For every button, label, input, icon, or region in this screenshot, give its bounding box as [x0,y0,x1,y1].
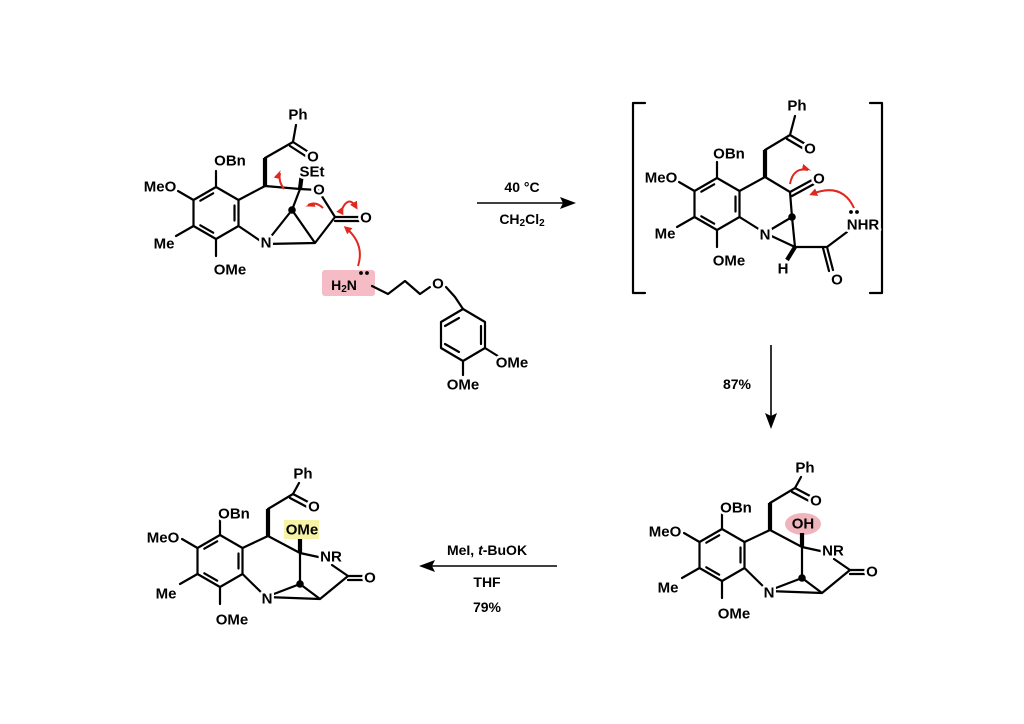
bonds [241,481,366,601]
amine-reagent: H2N O OMe OMe [322,226,531,396]
ph-label: Ph [293,466,312,483]
nr-label: NR [320,549,342,566]
methyl-ether-product: Ph O OBn MeO Me OMe OMe NR O N [144,463,378,631]
nr-label: NR [822,543,844,560]
stereo-dot [788,213,796,221]
arrowhead-icon [419,560,435,572]
intermediate: Ph O OBn MeO Me OMe O N H O NHR [642,95,882,291]
electron-arrow-icon [273,170,285,190]
meo-label: MeO [144,179,177,196]
step3-yield: 79% [473,599,502,615]
lone-pair-dot [365,271,369,275]
nucleophile-arrow-icon [809,188,855,209]
aryl-ring [439,307,503,377]
starting-material: Ph O OBn MeO Me OMe SEt O O N [141,104,374,281]
lactam-o-label: O [364,570,376,587]
aromatic-ring [178,517,244,606]
oh-label: OH [792,516,815,533]
step3-arrow: MeI, t-BuOK THF 79% [419,542,557,615]
obn-label: OBn [713,146,745,163]
step1-solvent: CH2Cl2 [499,211,545,229]
chain-bonds [370,279,465,311]
n-label: N [261,235,272,252]
ether-o-label: O [432,276,444,293]
aromatic-ring [174,169,240,258]
arrowhead-icon [560,197,576,209]
ketone-o-label: O [308,499,320,516]
electron-arrow-icon [305,202,324,209]
obn-label: OBn [214,153,246,170]
ome-highlight-label: OMe [286,522,319,539]
wedge-bonds [262,158,305,190]
left-bracket [631,101,647,295]
step3-solvent: THF [473,574,501,590]
amine-highlight [322,270,375,296]
wedge-bonds [762,150,797,262]
amine-h2n-label: H2N [331,277,357,295]
ome-label: OMe [718,606,751,623]
lone-pair-dot [849,210,853,214]
step1-condition: 40 °C [504,179,539,195]
ph-label: Ph [288,107,307,124]
aromatic-ring [675,160,741,249]
oh-highlight [785,513,821,535]
me-label: Me [658,580,679,597]
right-bracket [868,101,884,295]
n-label: N [262,591,273,608]
lone-pair-dot [359,271,363,275]
ph-label: Ph [787,98,806,115]
step1-arrow: 40 °C CH2Cl2 [477,179,576,229]
ome-label: OMe [713,253,746,270]
me-label: Me [655,226,676,243]
ketone-o-label: O [307,149,319,166]
ome-label: OMe [214,262,247,279]
ome-label: OMe [216,612,249,629]
wedge-bonds [767,503,805,547]
exo-o-label: O [360,210,372,227]
ome-highlight [284,520,319,539]
meo-label: MeO [649,524,682,541]
lactam-o-label: O [866,564,878,581]
meo-label: MeO [147,530,180,547]
electron-arrow-icon [336,200,358,216]
arrowhead-icon [765,413,777,429]
bonds [237,123,363,246]
ome-meta-label: OMe [496,355,529,372]
ring-ketone-o-label: O [813,171,825,188]
me-label: Me [154,236,175,253]
ketone-o-label: O [810,493,822,510]
nhr-label: NHR [847,217,880,234]
me-label: Me [156,586,177,603]
stereo-dot [288,206,296,214]
ome-para-label: OMe [447,377,480,394]
stereo-dot [296,580,304,588]
amide-o-label: O [831,272,843,289]
bonds [743,475,868,595]
n-label: N [764,585,775,602]
step3-reagents: MeI, t-BuOK [447,542,527,558]
ring-o-label: O [313,182,325,199]
nucleophile-arrow-icon [343,226,361,267]
lone-pair-dot [855,210,859,214]
obn-label: OBn [218,506,250,523]
step2-arrow: 87% [723,345,777,429]
set-label: SEt [299,164,324,181]
stereo-dot [798,574,806,582]
ketone-o-label: O [804,141,816,158]
meo-label: MeO [645,170,678,187]
obn-label: OBn [720,500,752,517]
step2-yield: 87% [723,376,752,392]
ph-label: Ph [795,460,814,477]
hemiaminal-product: Ph O OBn MeO Me OMe OH NR O N [646,457,880,625]
electron-arrow-icon [789,163,811,185]
h-label: H [778,261,789,278]
wedge-bonds [265,509,303,553]
n-label: N [760,227,771,244]
aromatic-ring [680,511,746,600]
